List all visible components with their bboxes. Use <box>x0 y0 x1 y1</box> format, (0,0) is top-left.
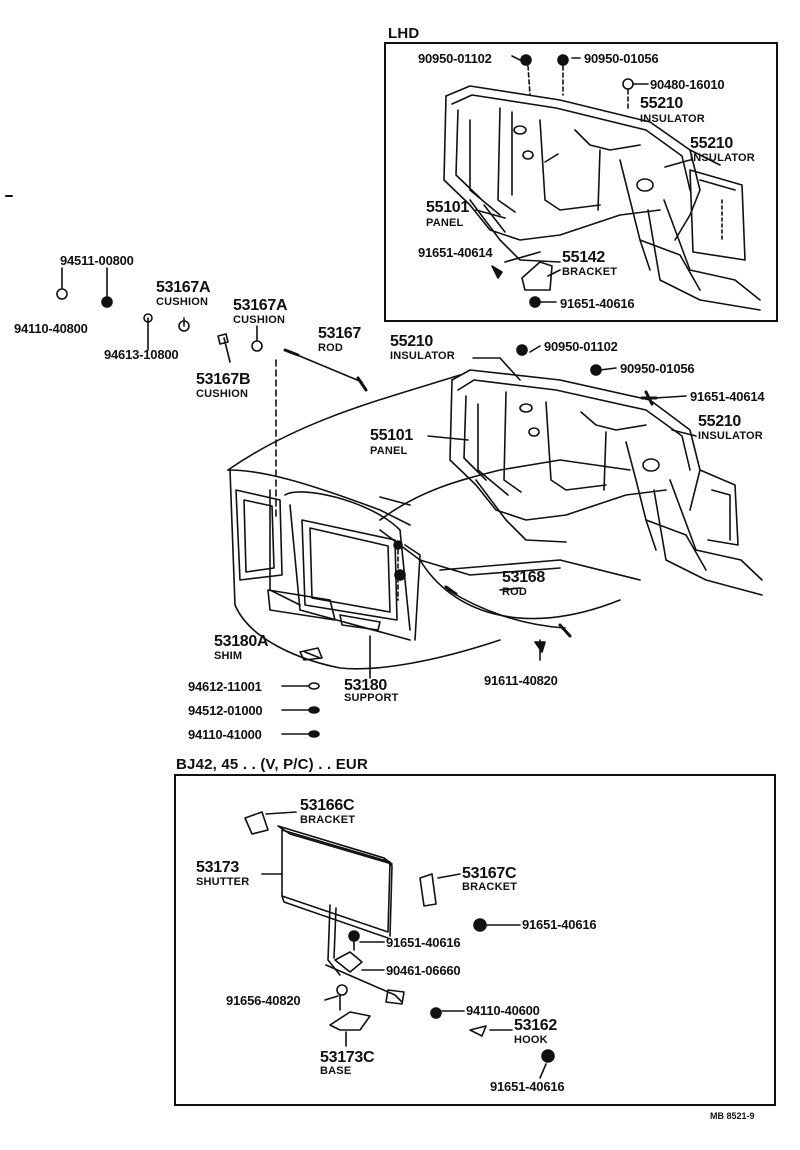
lhd-insulator-plate <box>689 169 746 261</box>
support-number: 53180 <box>344 677 387 694</box>
eur-bracket-1-name: BRACKET <box>300 814 356 826</box>
lhd-part-90950-01102: 90950-01102 <box>418 51 492 66</box>
part-94511-00800: 94511-00800 <box>60 253 134 268</box>
eur-part-94110-40600: 94110-40600 <box>466 1003 540 1018</box>
cushion-3-number: 53167B <box>196 371 251 388</box>
eur-part-91656-40820: 91656-40820 <box>226 993 301 1008</box>
lhd-insulator-1-number: 55210 <box>640 95 683 112</box>
insulator-1-name: INSULATOR <box>390 350 455 362</box>
cushion-2-name: CUSHION <box>233 314 286 326</box>
insulator-1-number: 55210 <box>390 333 433 350</box>
shim-number: 53180A <box>214 633 269 650</box>
cushion-2-number: 53167A <box>233 297 288 314</box>
panel-name: PANEL <box>370 445 408 457</box>
eur-part-91651-40616-b: 91651-40616 <box>386 935 461 950</box>
part-90950-01056: 90950-01056 <box>620 361 695 376</box>
part-94612-11001: 94612-11001 <box>188 679 262 694</box>
lhd-part-91651-40614: 91651-40614 <box>418 245 493 260</box>
eur-bracket-1-number: 53166C <box>300 797 355 814</box>
eur-bracket-2-number: 53167C <box>462 865 517 882</box>
main-fasteners <box>56 288 658 738</box>
lhd-part-90950-01056: 90950-01056 <box>584 51 659 66</box>
footer-code: MB 8521-9 <box>710 1111 755 1121</box>
lhd-fasteners <box>475 54 691 308</box>
cushion-3-name: CUSHION <box>196 388 249 400</box>
eur-base-number: 53173C <box>320 1049 375 1066</box>
part-94110-41000: 94110-41000 <box>188 727 262 742</box>
eur-hook-number: 53162 <box>514 1017 557 1034</box>
eur-bracket-2-name: BRACKET <box>462 881 518 893</box>
part-94613-10800: 94613-10800 <box>104 347 179 362</box>
lhd-part-91651-40616: 91651-40616 <box>560 296 635 311</box>
eur-hook-name: HOOK <box>514 1034 548 1046</box>
part-91611-40820: 91611-40820 <box>484 673 558 688</box>
lhd-section-title: LHD <box>388 25 420 42</box>
part-91651-40614: 91651-40614 <box>690 389 765 404</box>
lhd-bracket-number: 55142 <box>562 249 605 266</box>
shim-name: SHIM <box>214 650 243 662</box>
lhd-part-90480-16010: 90480-16010 <box>650 77 725 92</box>
panel-number: 55101 <box>370 427 413 444</box>
lhd-panel-name: PANEL <box>426 217 464 229</box>
rod-2-name: ROD <box>502 586 528 598</box>
eur-shutter-number: 53173 <box>196 859 239 876</box>
rod-1-number: 53167 <box>318 325 361 342</box>
main-leader-lines <box>61 267 697 735</box>
insulator-2-number: 55210 <box>698 413 741 430</box>
eur-shutter-assembly <box>244 811 555 1079</box>
lhd-panel-number: 55101 <box>426 199 469 216</box>
cushion-1-number: 53167A <box>156 279 211 296</box>
eur-inset-frame <box>174 774 776 1106</box>
eur-part-90461-06660: 90461-06660 <box>386 963 461 978</box>
part-94110-40800: 94110-40800 <box>14 321 88 336</box>
part-94512-01000: 94512-01000 <box>188 703 263 718</box>
cushion-1-name: CUSHION <box>156 296 209 308</box>
support-name: SUPPORT <box>344 692 399 704</box>
lhd-inset-frame <box>384 42 778 322</box>
eur-part-91651-40616-c: 91651-40616 <box>490 1079 565 1094</box>
lhd-insulator-1-name: INSULATOR <box>640 113 705 125</box>
eur-shutter-name: SHUTTER <box>196 876 250 888</box>
lhd-insulator-2-name: INSULATOR <box>690 152 755 164</box>
eur-base-name: BASE <box>320 1065 352 1077</box>
lhd-insulator-2-number: 55210 <box>690 135 733 152</box>
eur-part-91651-40616-a: 91651-40616 <box>522 917 597 932</box>
main-panel-assembly <box>449 369 763 596</box>
rod-1-name: ROD <box>318 342 344 354</box>
rod-2-number: 53168 <box>502 569 545 586</box>
eur-section-title: BJ42, 45 . . (V, P/C) . . EUR <box>176 756 368 773</box>
part-90950-01102: 90950-01102 <box>544 339 618 354</box>
lhd-bracket-name: BRACKET <box>562 266 618 278</box>
insulator-2-name: INSULATOR <box>698 430 763 442</box>
vehicle-body-outline <box>227 374 641 670</box>
